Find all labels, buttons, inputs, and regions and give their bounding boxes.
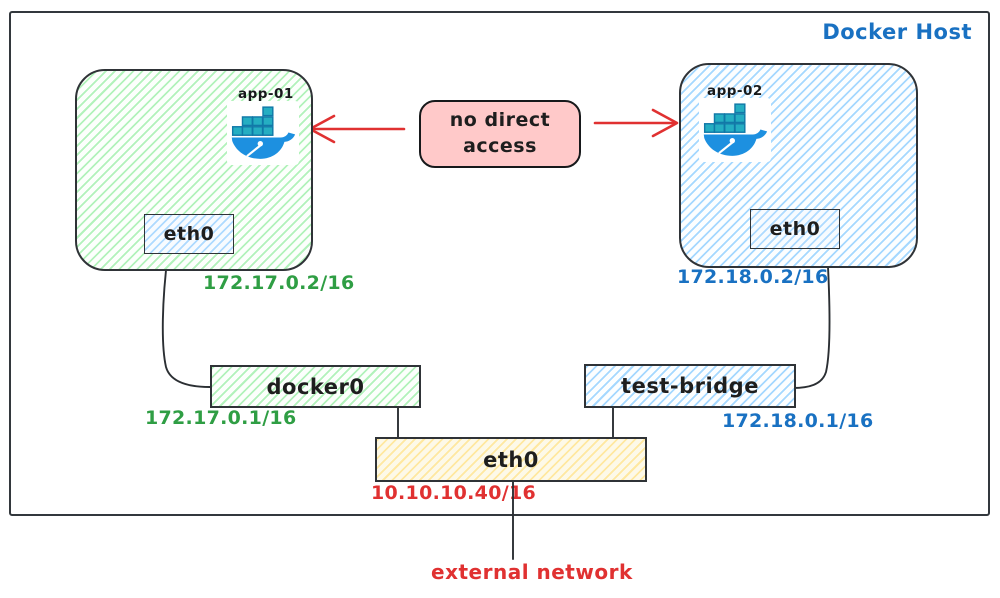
app-01-eth0-label: eth0: [163, 223, 215, 245]
test-bridge-ip-label: 172.18.0.1/16: [722, 410, 874, 432]
host-eth0-label: eth0: [483, 447, 539, 472]
no-direct-access-line2: access: [463, 135, 537, 157]
host-eth0-box: eth0: [375, 437, 647, 482]
docker0-bridge-box: docker0: [210, 365, 421, 408]
app-01-ip-label: 172.17.0.2/16: [203, 272, 355, 294]
test-bridge-label: test-bridge: [621, 374, 759, 398]
container-name-label: app-02: [707, 83, 763, 99]
docker-host-label: Docker Host: [822, 20, 972, 44]
docker0-ip-label: 172.17.0.1/16: [145, 407, 297, 429]
app-01-eth0-box: eth0: [144, 214, 234, 254]
docker-logo-icon: [227, 101, 299, 165]
app-02-eth0-label: eth0: [769, 218, 821, 240]
no-direct-access-line1: no direct: [449, 109, 551, 132]
external-network-label: external network: [431, 560, 633, 584]
container-name-label: app-01: [238, 86, 294, 102]
no-direct-access-badge: no direct access: [419, 100, 581, 168]
docker0-label: docker0: [266, 374, 365, 399]
app-02-eth0-box: eth0: [750, 209, 840, 249]
host-eth0-ip-label: 10.10.10.40/16: [371, 482, 536, 504]
app-02-ip-label: 172.18.0.2/16: [677, 266, 829, 288]
docker-logo-icon: [699, 98, 771, 162]
test-bridge-box: test-bridge: [584, 364, 796, 408]
